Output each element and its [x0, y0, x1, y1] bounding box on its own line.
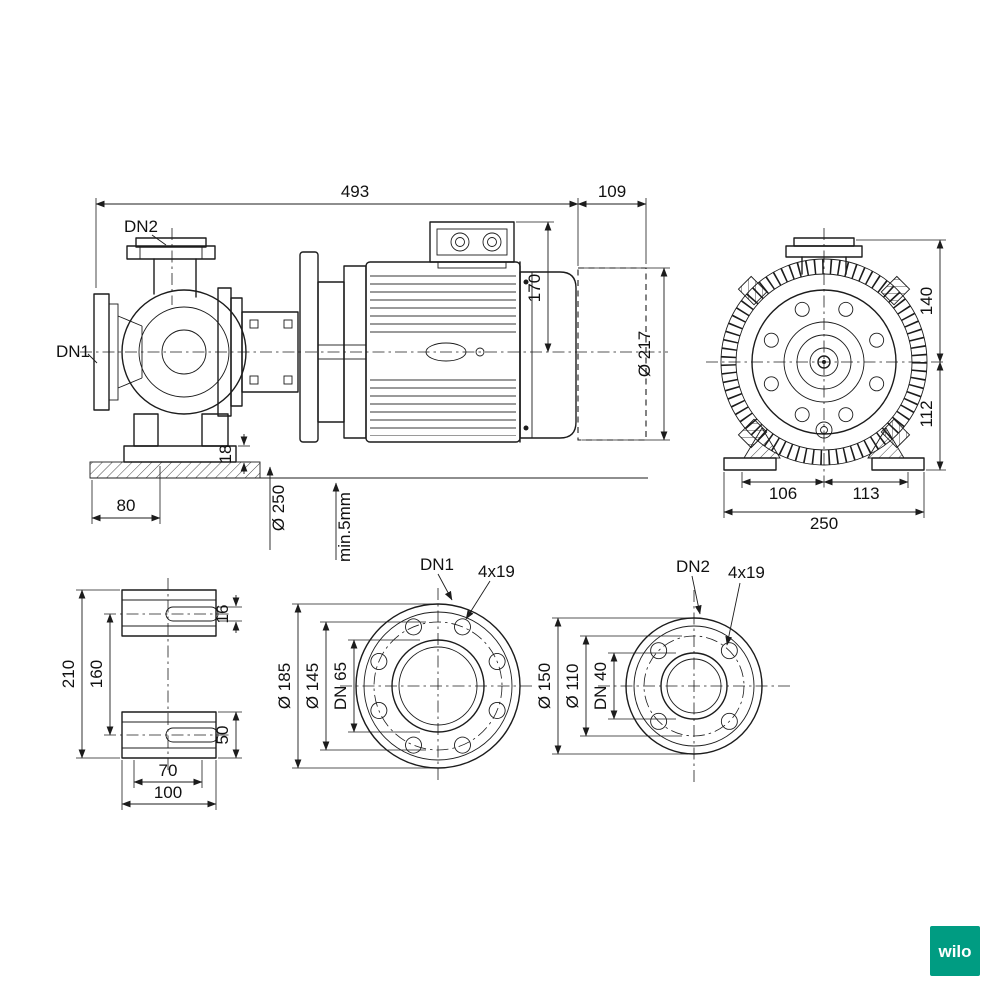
bolt-circle — [373, 621, 503, 751]
bolt-hole — [650, 712, 668, 730]
dim-dn1-bolt-circle-label: Ø 145 — [303, 663, 322, 709]
port-top-label: DN2 — [124, 217, 158, 236]
bolt-hole — [454, 736, 471, 754]
dim-base-diameter-label: Ø 250 — [269, 485, 288, 531]
discharge-flange — [126, 237, 216, 298]
dn2-flange-dimensions: DN2 4x19 Ø 150 Ø 110 DN 40 — [535, 557, 765, 755]
bolt-hole — [838, 407, 854, 423]
dim-foot-overall-length-label: 210 — [59, 660, 78, 688]
dim-motor-diameter-label: Ø 217 — [635, 331, 654, 377]
dim-height-to-box-label: 170 — [525, 274, 544, 302]
front-view-dimensions: 140 112 106 113 250 — [723, 239, 946, 533]
dim-hole-spacing-label: 160 — [87, 660, 106, 688]
bolt-hole — [838, 301, 854, 317]
dim-dn2-bore-label: DN 40 — [591, 662, 610, 710]
bottom-foot — [121, 711, 219, 759]
bolt-hole — [869, 332, 885, 348]
side-view: 493 109 170 Ø 217 18 80 — [56, 182, 670, 562]
cable-gland-icon — [482, 232, 502, 252]
terminal-box — [429, 221, 515, 269]
dim-dn1-bore-label: DN 65 — [331, 662, 350, 710]
brand-logo: wilo — [930, 926, 980, 976]
dim-pad-width-label: 50 — [213, 726, 232, 745]
front-view: 140 112 106 113 250 — [706, 228, 946, 533]
dim-extension-length-label: 109 — [598, 182, 626, 201]
top-foot — [121, 589, 219, 637]
dim-dn2-bolt-circle-label: Ø 110 — [563, 663, 582, 708]
bolt-hole — [454, 618, 471, 636]
dim-hole-span-label: 70 — [159, 761, 178, 780]
bolt-hole — [763, 332, 779, 348]
dim-foot-right-label: 113 — [852, 484, 879, 503]
bolt-slot — [165, 727, 219, 743]
foundation — [89, 413, 648, 479]
bolt-hole — [405, 736, 422, 754]
flange-bore — [660, 652, 728, 720]
logo-wordmark: wilo — [937, 942, 971, 961]
port-inlet-label: DN1 — [56, 342, 90, 361]
bolt-hole — [763, 376, 779, 392]
bolt-hole — [650, 642, 668, 660]
bolt-hole — [488, 702, 506, 719]
bolt-hole — [488, 653, 506, 670]
dim-total-length-label: 493 — [341, 182, 369, 201]
dim-dn2-outer-label: Ø 150 — [535, 663, 554, 709]
flange-bore — [391, 639, 485, 733]
dim-slot-width-label: 16 — [213, 605, 232, 624]
dn1-flange-dimensions: DN1 4x19 Ø 185 Ø 145 DN 65 — [275, 555, 515, 769]
dim-foot-left-label: 106 — [769, 484, 797, 503]
nameplate — [425, 342, 467, 362]
bolt-hole — [370, 653, 388, 670]
dim-foot-height-label: 18 — [216, 445, 235, 464]
fan-cover — [519, 261, 577, 443]
drain-plug — [475, 347, 485, 357]
bolt-slot — [165, 606, 219, 622]
bolt-hole — [794, 407, 810, 423]
drain-port — [815, 421, 833, 439]
cable-gland-icon — [450, 232, 470, 252]
motor-flange-plate — [299, 251, 367, 443]
flange-dn2-name-label: DN2 — [676, 557, 710, 576]
suction-flange-view: DN1 4x19 Ø 185 Ø 145 DN 65 — [275, 555, 536, 784]
flange-outer — [625, 617, 763, 755]
dim-foot-overall-width-label: 100 — [154, 783, 182, 802]
cooling-fins — [721, 259, 927, 465]
bolt-circle — [643, 635, 745, 737]
shaft-end — [817, 355, 831, 369]
front-housing — [720, 258, 928, 466]
housing-lug — [880, 275, 911, 306]
dim-foot-length-label: 80 — [117, 496, 136, 515]
dim-floor-clearance-label: min.5mm — [335, 492, 354, 562]
bolt-hole — [370, 702, 388, 719]
housing-lug — [737, 275, 768, 306]
flange-dn1-holes-label: 4x19 — [478, 562, 515, 581]
dim-dn1-outer-label: Ø 185 — [275, 663, 294, 709]
logo-background — [930, 926, 980, 976]
foot-plate-view: 210 160 16 50 70 100 — [59, 578, 242, 810]
left-foot-pad — [723, 457, 777, 471]
front-feet — [723, 427, 925, 471]
discharge-flange-view: DN2 4x19 Ø 150 Ø 110 DN 40 — [535, 557, 790, 782]
bolt-hole — [869, 376, 885, 392]
bolt-hole — [720, 642, 738, 660]
side-view-dimensions: 493 109 170 Ø 217 18 80 — [56, 182, 670, 562]
right-foot-pad — [871, 457, 925, 471]
volute-casing — [121, 289, 247, 415]
dim-center-to-foot-label: 112 — [917, 400, 936, 427]
bolt-hole — [794, 301, 810, 317]
flange-dn1-name-label: DN1 — [420, 555, 454, 574]
dim-center-to-top-label: 140 — [917, 287, 936, 315]
foot-view-dimensions: 210 160 16 50 70 100 — [59, 589, 242, 810]
dim-overall-width-label: 250 — [810, 514, 838, 533]
flange-dn2-holes-label: 4x19 — [728, 563, 765, 582]
bolt-hole — [405, 618, 422, 636]
bolt-hole — [720, 712, 738, 730]
